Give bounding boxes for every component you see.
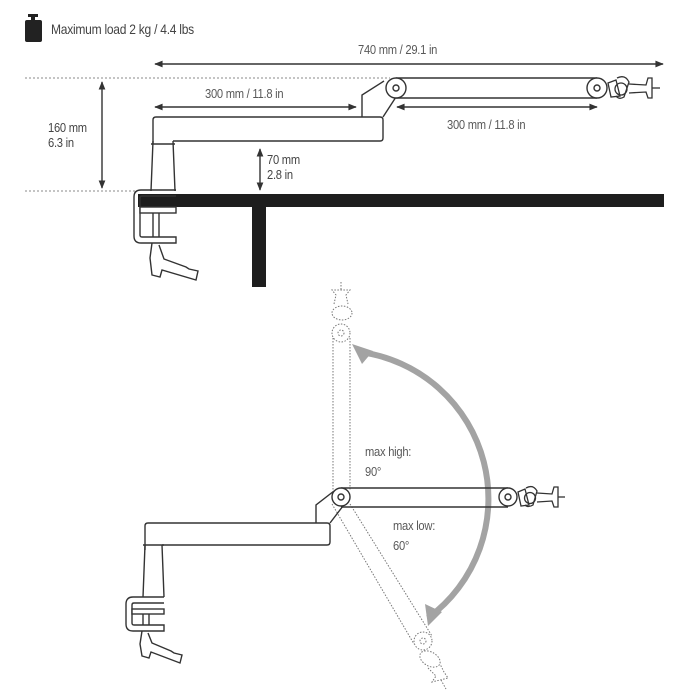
ghost-arm-low	[331, 503, 449, 690]
clearance-in: 2.8 in	[267, 167, 293, 182]
upper-arm-bottom	[331, 487, 518, 508]
top-diagram	[25, 60, 664, 287]
mic-mount-icon	[607, 76, 660, 99]
max-load-label: Maximum load 2 kg / 4.4 lbs	[51, 21, 194, 37]
total-reach-label: 740 mm / 29.1 in	[358, 42, 438, 57]
height-in: 6.3 in	[48, 135, 74, 150]
desk-clamp	[133, 189, 199, 281]
weight-icon	[25, 14, 42, 42]
height-mm: 160 mm	[48, 120, 87, 135]
lower-arm	[150, 80, 397, 192]
lower-arm-bottom	[142, 490, 344, 598]
arc-arrowhead-down	[425, 604, 442, 626]
height-label: 160 mm 6.3 in	[48, 120, 87, 150]
max-low-text: max low:	[393, 518, 436, 533]
desk-top	[138, 194, 664, 207]
max-low-label: max low: 60°	[393, 516, 435, 556]
upper-arm	[385, 77, 608, 99]
ghost-arm-high	[330, 282, 353, 490]
mic-mount-bottom-icon	[517, 485, 565, 508]
rotation-arc	[359, 349, 492, 621]
max-high-value: 90°	[365, 464, 382, 479]
lower-arm-length-label: 300 mm / 11.8 in	[205, 86, 284, 101]
arc-arrowhead-up	[352, 344, 373, 364]
desk-clamp-bottom	[125, 596, 183, 664]
clearance-label: 70 mm 2.8 in	[267, 152, 300, 182]
clearance-mm: 70 mm	[267, 152, 300, 167]
upper-arm-length-label: 300 mm / 11.8 in	[447, 117, 526, 132]
bottom-diagram	[125, 282, 565, 690]
desk-leg	[252, 207, 266, 287]
max-low-value: 60°	[393, 538, 410, 553]
max-high-text: max high:	[365, 444, 412, 459]
max-high-label: max high: 90°	[365, 442, 411, 482]
